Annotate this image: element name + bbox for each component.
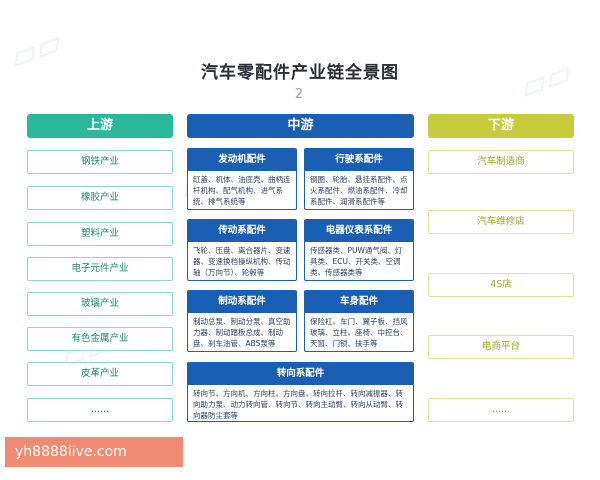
card-body: 缸盖、机体、油底壳、曲柄连杆机构、配气机构、进气系统、排气系统等 [193, 175, 291, 206]
midstream-card-brake: 制动系配件 制动总泵、制动分泵、真空助力器、制动踏板总成、制动盘、刹车油管、AB… [187, 290, 297, 352]
card-body: 传感器类、PUW通气阀、灯具类、ECU、开关类、空调类、传感器类等 [310, 246, 403, 277]
downstream-item: ...... [428, 398, 574, 422]
upstream-item: 玻璃产业 [27, 292, 173, 316]
title-mark: 2 [294, 87, 304, 102]
card-title: 制动系配件 [188, 291, 296, 313]
downstream-item: 电商平台 [428, 335, 574, 359]
upstream-item: 钢铁产业 [27, 150, 173, 174]
upstream-item: ...... [27, 398, 173, 422]
card-title: 行驶系配件 [305, 149, 413, 171]
card-body: 制动总泵、制动分泵、真空助力器、制动踏板总成、制动盘、刹车油管、ABS泵等 [193, 317, 291, 348]
downstream-item: 汽车维修店 [428, 210, 574, 234]
card-body: 转向节、方向机、方向柱、方向盘、转向拉杆、转向减振器、转向助力泵、动力转向管、转… [193, 389, 403, 420]
downstream-item: 4S店 [428, 273, 574, 297]
card-title: 发动机配件 [188, 149, 296, 171]
downstream-item: 汽车制造商 [428, 150, 574, 174]
card-title: 车身配件 [305, 291, 413, 313]
upstream-item: 塑料产业 [27, 222, 173, 246]
card-title: 转向系配件 [188, 363, 413, 385]
card-body: 飞轮、压盘、离合器片、变速器、变速换档操纵机构、传动轴（万向节）、轮毂等 [193, 246, 291, 277]
midstream-card-electrical: 电器仪表系配件 传感器类、PUW通气阀、灯具类、ECU、开关类、空调类、传感器类… [304, 219, 414, 281]
card-body: 保险杠、车门、翼子板、挡风玻璃、立柱、座椅、中控台、天窗、门锁、扶手等 [310, 317, 408, 348]
midstream-card-drivetrain: 传动系配件 飞轮、压盘、离合器片、变速器、变速换档操纵机构、传动轴（万向节）、轮… [187, 219, 297, 281]
midstream-card-running-gear: 行驶系配件 钢圈、轮胎、悬挂系配件、点火系配件、燃油系配件、冷却系配件、润滑系配… [304, 148, 414, 210]
upstream-item: 皮革产业 [27, 362, 173, 386]
diagram-title: 汽车零配件产业链全景图 [201, 63, 399, 83]
midstream-card-body: 车身配件 保险杠、车门、翼子板、挡风玻璃、立柱、座椅、中控台、天窗、门锁、扶手等 [304, 290, 414, 352]
upstream-header: 上游 [27, 114, 173, 138]
site-watermark-banner: yh8888live.com [5, 437, 183, 467]
downstream-header: 下游 [428, 114, 574, 138]
upstream-item: 电子元件产业 [27, 257, 173, 281]
upstream-item: 橡胶产业 [27, 186, 173, 210]
midstream-card-steering: 转向系配件 转向节、方向机、方向柱、方向盘、转向拉杆、转向减振器、转向助力泵、动… [187, 362, 414, 422]
upstream-item: 有色金属产业 [27, 327, 173, 351]
midstream-card-engine: 发动机配件 缸盖、机体、油底壳、曲柄连杆机构、配气机构、进气系统、排气系统等 [187, 148, 297, 210]
midstream-header: 中游 [187, 114, 414, 138]
card-body: 钢圈、轮胎、悬挂系配件、点火系配件、燃油系配件、冷却系配件、润滑系配件等 [310, 175, 408, 206]
card-title: 电器仪表系配件 [305, 220, 413, 242]
card-title: 传动系配件 [188, 220, 296, 242]
